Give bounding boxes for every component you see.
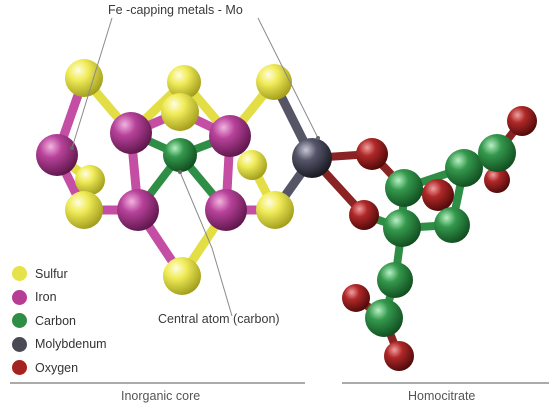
atom-sulfur: [237, 150, 267, 180]
legend: Sulfur Iron Carbon Molybdenum Oxygen: [12, 262, 107, 380]
legend-item-carbon: Carbon: [12, 309, 107, 333]
legend-item-sulfur: Sulfur: [12, 262, 107, 286]
atom-carbon: [377, 262, 413, 298]
section-label-right: Homocitrate: [408, 389, 476, 403]
atom-sulfur: [65, 59, 103, 97]
atom-iron: [117, 189, 159, 231]
legend-label: Sulfur: [35, 266, 68, 281]
atom-oxygen: [484, 167, 510, 193]
atom-oxygen: [356, 138, 388, 170]
atom-sulfur: [167, 65, 201, 99]
legend-item-molybdenum: Molybdenum: [12, 333, 107, 357]
atom-sulfur: [256, 64, 292, 100]
atom-iron: [205, 189, 247, 231]
atom-carbon: [383, 209, 421, 247]
legend-label: Oxygen: [35, 360, 79, 375]
atom-oxygen: [342, 284, 370, 312]
atom-carbon: [478, 134, 516, 172]
sulfur-swatch: [12, 266, 27, 282]
atom-iron: [209, 115, 251, 157]
legend-item-iron: Iron: [12, 286, 107, 310]
atom-carbon-central: [163, 138, 197, 172]
atom-carbon: [434, 207, 470, 243]
atom-sulfur: [75, 165, 105, 195]
callout-dots: [70, 136, 320, 174]
atom-carbon: [365, 299, 403, 337]
callout-lines: [71, 17, 319, 317]
legend-label: Iron: [35, 290, 57, 305]
legend-label: Carbon: [35, 313, 76, 328]
atom-oxygen: [349, 200, 379, 230]
molybdenum-swatch: [12, 336, 27, 352]
atom-carbon: [445, 149, 483, 187]
atom-molybdenum: [292, 138, 332, 178]
atom-sulfur: [65, 191, 103, 229]
atom-carbon: [385, 169, 423, 207]
legend-item-oxygen: Oxygen: [12, 356, 107, 380]
atom-oxygen: [422, 179, 454, 211]
atoms: [36, 59, 537, 371]
central-atom-label: Central atom (carbon): [158, 312, 280, 326]
atom-sulfur: [256, 191, 294, 229]
atom-sulfur: [163, 257, 201, 295]
oxygen-swatch: [12, 360, 27, 376]
title-label: Fe -capping metals - Mo: [108, 3, 243, 17]
atom-iron: [110, 112, 152, 154]
atom-sulfur: [161, 93, 199, 131]
atom-oxygen: [384, 341, 414, 371]
carbon-swatch: [12, 313, 27, 329]
section-label-left: Inorganic core: [121, 389, 201, 403]
legend-label: Molybdenum: [35, 337, 107, 352]
atom-oxygen: [507, 106, 537, 136]
atom-iron: [36, 134, 78, 176]
iron-swatch: [12, 289, 27, 305]
